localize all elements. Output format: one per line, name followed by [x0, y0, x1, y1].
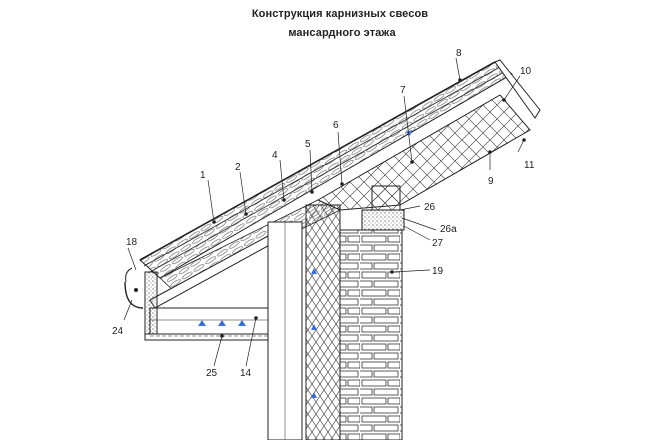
wall-plate — [361, 185, 405, 231]
callout-19: 19 — [432, 266, 444, 277]
callout-5: 5 — [305, 139, 311, 150]
callout-6: 6 — [333, 120, 339, 131]
callout-14: 14 — [240, 368, 252, 379]
vertical-post — [267, 221, 303, 440]
callout-9: 9 — [488, 176, 494, 187]
callout-4: 4 — [272, 150, 278, 161]
callout-24: 24 — [112, 326, 124, 337]
diagram-title-line2: мансардного этажа — [288, 27, 396, 39]
callout-8: 8 — [456, 48, 462, 59]
component-dots — [212, 78, 526, 338]
eaves-fascia — [144, 271, 296, 341]
brick-wall — [339, 229, 403, 440]
air-flow-arrows — [198, 130, 412, 398]
callout-1: 1 — [200, 170, 206, 181]
callout-27: 27 — [432, 238, 444, 249]
callout-26a: 26а — [440, 224, 457, 235]
wall-insulation — [305, 204, 341, 440]
callout-11: 11 — [524, 160, 535, 171]
diagram-title-line1: Конструкция карнизных свесов — [251, 8, 429, 20]
callout-18: 18 — [126, 237, 138, 248]
leader-lines — [123, 57, 525, 367]
callout-25: 25 — [206, 368, 218, 379]
gutter — [124, 267, 144, 309]
callout-10: 10 — [520, 66, 532, 77]
callout-2: 2 — [235, 162, 241, 173]
overhang-rafter — [149, 235, 276, 335]
callout-26: 26 — [424, 202, 436, 213]
callout-labels: 1 2 4 5 6 7 8 9 10 11 14 18 19 24 25 26 … — [112, 48, 535, 379]
callout-7: 7 — [400, 85, 406, 96]
